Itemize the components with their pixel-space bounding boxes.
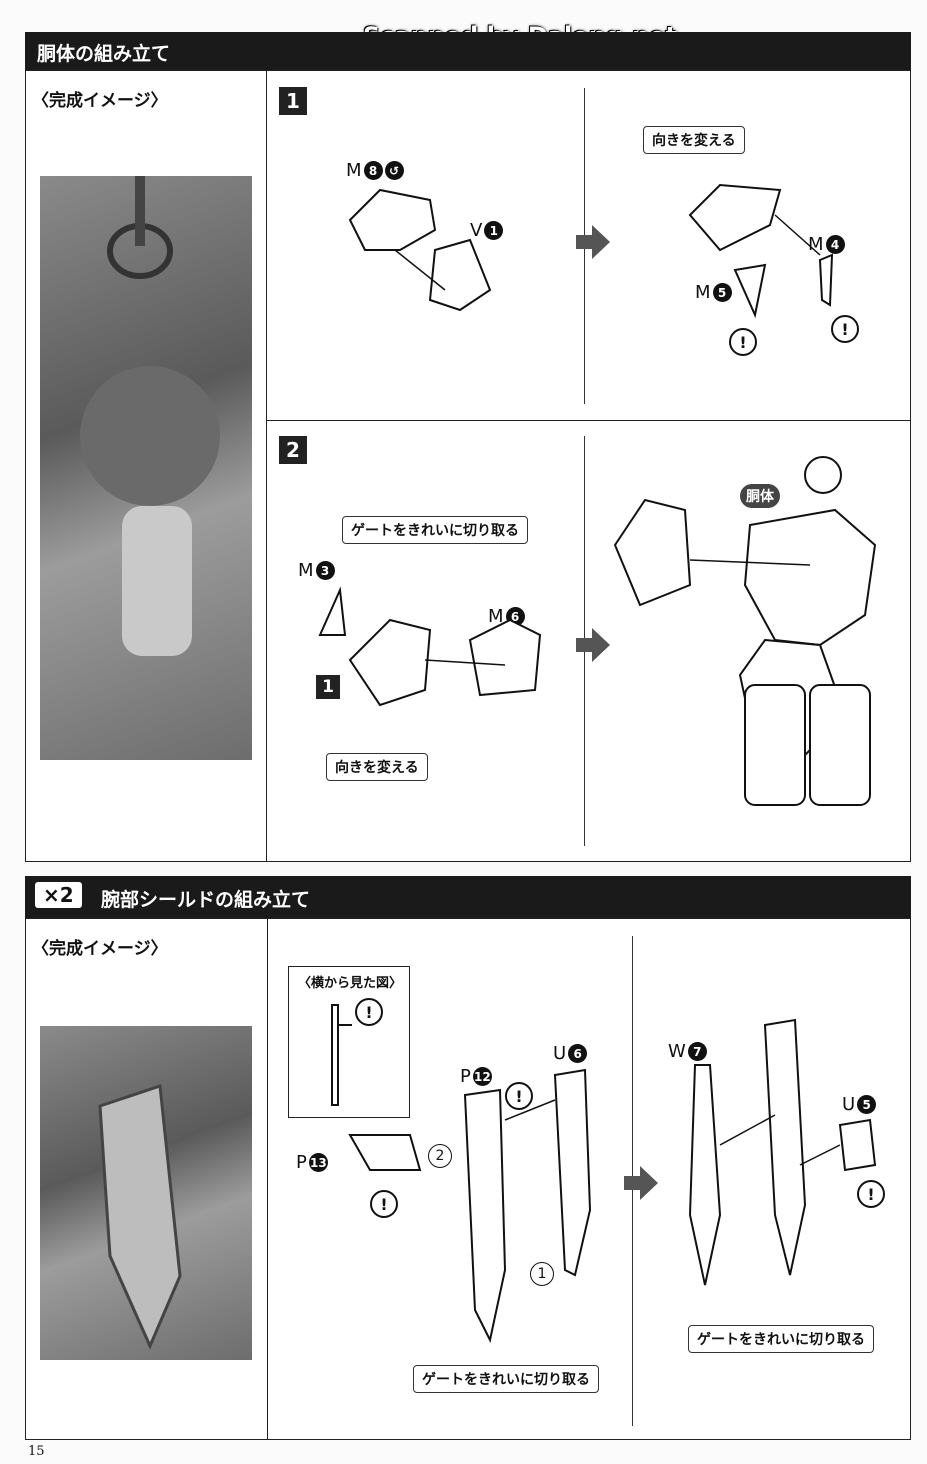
part-label-m5: M 5 (695, 282, 732, 303)
flow-arrow-icon (576, 628, 610, 662)
order-badge-2: 2 (428, 1144, 452, 1168)
part-letter: V (470, 220, 483, 241)
torso-assembly-drawing (613, 456, 877, 806)
preview-label: 〈完成イメージ〉 (32, 939, 168, 959)
part-letter: W (668, 1041, 686, 1062)
step1-left-parts (348, 188, 492, 312)
shield-silhouette (98, 1083, 182, 1350)
rotate-icon: ↺ (384, 161, 404, 180)
part-number: 4 (825, 235, 845, 254)
side-view-label: 〈横から見た図〉 (298, 976, 403, 991)
part-number: 1 (484, 221, 504, 240)
multiplier-badge: ×2 (35, 882, 82, 908)
part-label-m3: M 3 (298, 560, 335, 581)
reference-step-badge: 1 (316, 675, 340, 699)
part-label-w7: W 7 (668, 1041, 707, 1062)
flow-arrow-icon (624, 1166, 658, 1200)
warning-icon: ! (505, 1082, 533, 1110)
part-number: 3 (315, 561, 335, 580)
part-number: 7 (687, 1042, 707, 1061)
part-letter: U (553, 1043, 567, 1064)
part-letter: P (296, 1152, 307, 1173)
part-letter: M (346, 160, 362, 181)
flow-arrow-icon (576, 225, 610, 259)
part-label-u6: U 6 (553, 1043, 588, 1064)
torso-preview-image (40, 176, 252, 760)
section-title: 腕部シールドの組み立て (101, 889, 311, 911)
section-header-torso: 胴体の組み立て (25, 32, 911, 70)
part-number: 5 (712, 283, 732, 302)
part-letter: M (808, 234, 824, 255)
part-number: 6 (568, 1044, 588, 1063)
section-header-arm-shield: ×2 腕部シールドの組み立て (25, 876, 911, 918)
step2-left-parts (318, 586, 542, 707)
step1-right-parts (688, 183, 834, 319)
arm-shield-preview-image (40, 1026, 252, 1360)
order-badge-1: 1 (530, 1262, 554, 1286)
part-number: 13 (308, 1153, 328, 1172)
section-title: 胴体の組み立て (37, 43, 171, 65)
part-letter: U (842, 1094, 856, 1115)
part-letter: P (460, 1066, 471, 1087)
step-number-1: 1 (279, 87, 307, 115)
part-number: 8 (363, 161, 383, 180)
body-label-badge: 胴体 (740, 484, 780, 508)
part-label-v1: V 1 (470, 220, 504, 241)
part-letter: M (298, 560, 314, 581)
part-letter: M (695, 282, 711, 303)
part-number: 5 (857, 1095, 877, 1114)
warning-icon: ! (370, 1190, 398, 1218)
preview-column (25, 918, 268, 1440)
side-view-box (288, 966, 410, 1118)
part-letter: M (488, 606, 504, 627)
shield-left-parts (348, 1068, 592, 1343)
part-label-m8: M 8 ↺ (346, 160, 404, 181)
page-number: 15 (28, 1444, 45, 1459)
part-label-u5: U 5 (842, 1094, 877, 1115)
shield-right-parts (688, 1018, 877, 1286)
preview-column (25, 70, 267, 862)
callout-turn: 向きを変える (326, 753, 428, 781)
part-label-m4: M 4 (808, 234, 845, 255)
warning-icon: ! (831, 315, 859, 343)
part-label-p12: P 12 (460, 1066, 492, 1087)
preview-label: 〈完成イメージ〉 (32, 91, 168, 111)
callout-gate-right: ゲートをきれいに切り取る (688, 1325, 874, 1353)
step1-area (266, 70, 911, 421)
callout-gate: ゲートをきれいに切り取る (342, 516, 528, 544)
callout-gate-left: ゲートをきれいに切り取る (413, 1365, 599, 1393)
figure-silhouette (80, 176, 220, 656)
side-view-drawing (331, 1004, 352, 1106)
warning-icon: ! (729, 328, 757, 356)
warning-icon: ! (857, 1180, 885, 1208)
step-number-2: 2 (279, 436, 307, 464)
callout-turn: 向きを変える (643, 126, 745, 154)
warning-icon: ! (355, 998, 383, 1026)
part-number: 12 (472, 1067, 492, 1086)
part-label-p13: P 13 (296, 1152, 328, 1173)
